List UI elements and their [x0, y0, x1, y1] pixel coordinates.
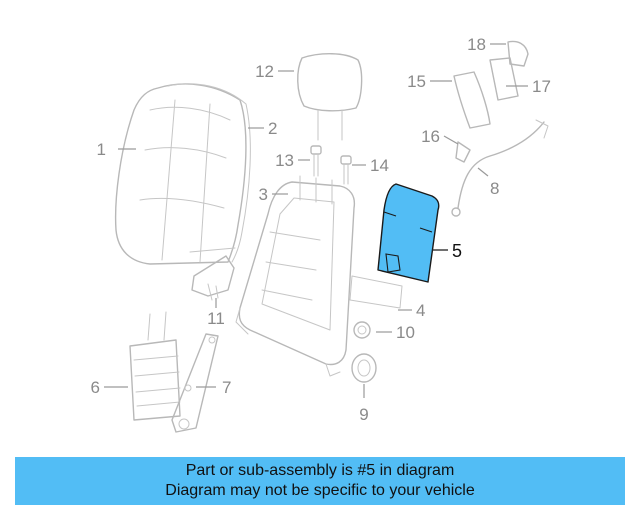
label-part-5: 5: [452, 241, 462, 261]
banner-line-1: Part or sub-assembly is #5 in diagram: [185, 462, 455, 479]
part-17-handle-cover: [489, 57, 519, 101]
label-part-11: 11: [207, 309, 225, 328]
label-part-7: 7: [222, 378, 231, 397]
part-10-knob: [353, 321, 371, 339]
label-part-15: 15: [407, 72, 426, 91]
label-part-12: 12: [255, 62, 274, 81]
part-1-seat-back-cushion: [114, 83, 247, 265]
label-part-3: 3: [259, 185, 268, 204]
label-part-2: 2: [268, 119, 277, 138]
label-part-13: 13: [275, 151, 294, 170]
label-part-8: 8: [490, 179, 499, 198]
part-2-seat-back-cover: [167, 83, 251, 263]
part-13-guide: [310, 145, 322, 177]
part-5-back-panel: [377, 183, 440, 283]
label-part-18: 18: [467, 35, 486, 54]
part-6-lumbar-support: [129, 311, 181, 421]
label-part-9: 9: [359, 405, 368, 424]
label-part-17: 17: [532, 77, 551, 96]
info-banner: Part or sub-assembly is #5 in diagram Di…: [15, 457, 625, 505]
part-3-seat-frame: [235, 175, 356, 377]
part-9-knob: [351, 353, 377, 383]
part-8-cable: [451, 119, 549, 217]
banner-line-2: Diagram may not be specific to your vehi…: [165, 482, 475, 499]
label-part-14: 14: [370, 156, 389, 175]
label-part-16: 16: [421, 127, 440, 146]
leader-lines: [104, 43, 528, 398]
part-18-cap: [507, 40, 529, 67]
label-part-4: 4: [416, 301, 425, 320]
part-11-bracket: [191, 255, 235, 301]
part-15-handle: [453, 71, 491, 129]
part-7-side-bracket: [171, 333, 219, 433]
part-4-lower-trim: [349, 275, 403, 309]
label-part-1: 1: [97, 140, 106, 159]
label-part-6: 6: [91, 378, 100, 397]
part-12-headrest: [297, 53, 363, 141]
label-part-10: 10: [396, 323, 415, 342]
part-16-screw: [455, 141, 471, 163]
part-14-guide: [340, 155, 352, 185]
